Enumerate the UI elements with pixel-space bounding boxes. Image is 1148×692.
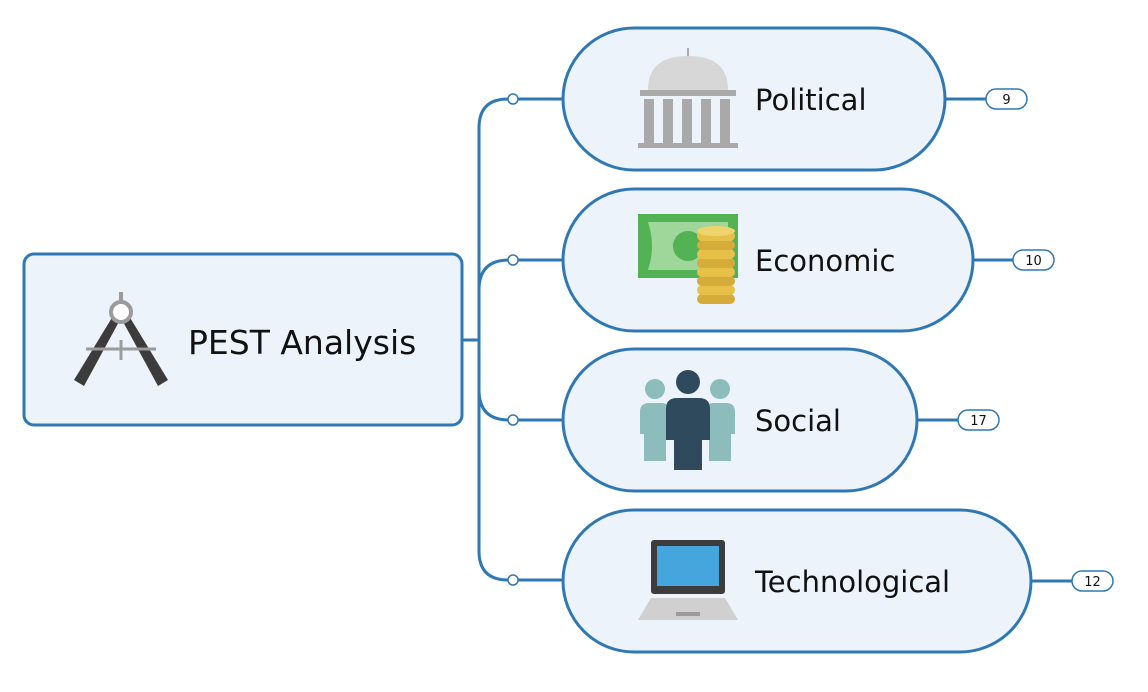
branch-political-box[interactable] — [561, 26, 947, 172]
compass-icon — [74, 292, 168, 386]
junction-dot-political — [507, 93, 519, 105]
branch-economic-label: Economic — [755, 244, 895, 278]
government-building-icon — [638, 48, 738, 148]
junction-dot-technological — [507, 574, 519, 586]
social-count: 17 — [970, 414, 987, 429]
junction-dot-social — [507, 414, 519, 426]
junction-dots — [507, 93, 519, 586]
economic-count: 10 — [1025, 254, 1042, 269]
money-coins-icon — [638, 214, 738, 304]
political-count-badge[interactable] — [985, 88, 1028, 110]
people-group-icon — [640, 370, 735, 470]
connector-lines — [462, 97, 564, 582]
central-topic-box[interactable] — [22, 252, 464, 427]
branch-social[interactable]: 17 Social — [561, 347, 1000, 493]
branch-political-label: Political — [755, 83, 867, 117]
political-count: 9 — [1002, 93, 1010, 108]
social-count-badge[interactable] — [957, 409, 1000, 431]
laptop-icon — [638, 540, 738, 620]
branch-social-label: Social — [755, 404, 841, 438]
branch-economic[interactable]: 10 Economic — [561, 187, 1055, 333]
central-topic-label: PEST Analysis — [188, 323, 416, 362]
connector-political — [477, 97, 564, 340]
branch-political[interactable]: 9 Political — [561, 26, 1028, 172]
technological-count-badge[interactable] — [1071, 570, 1114, 592]
connector-economic — [477, 258, 564, 340]
central-topic[interactable]: PEST Analysis — [22, 252, 464, 427]
branch-social-box[interactable] — [561, 347, 919, 493]
technological-count: 12 — [1084, 575, 1101, 590]
junction-dot-economic — [507, 254, 519, 266]
branch-technological[interactable]: 12 Technological — [561, 508, 1114, 654]
economic-count-badge[interactable] — [1012, 249, 1055, 271]
branch-technological-label: Technological — [754, 565, 950, 599]
connector-technological — [477, 340, 564, 582]
connector-social — [477, 340, 564, 422]
